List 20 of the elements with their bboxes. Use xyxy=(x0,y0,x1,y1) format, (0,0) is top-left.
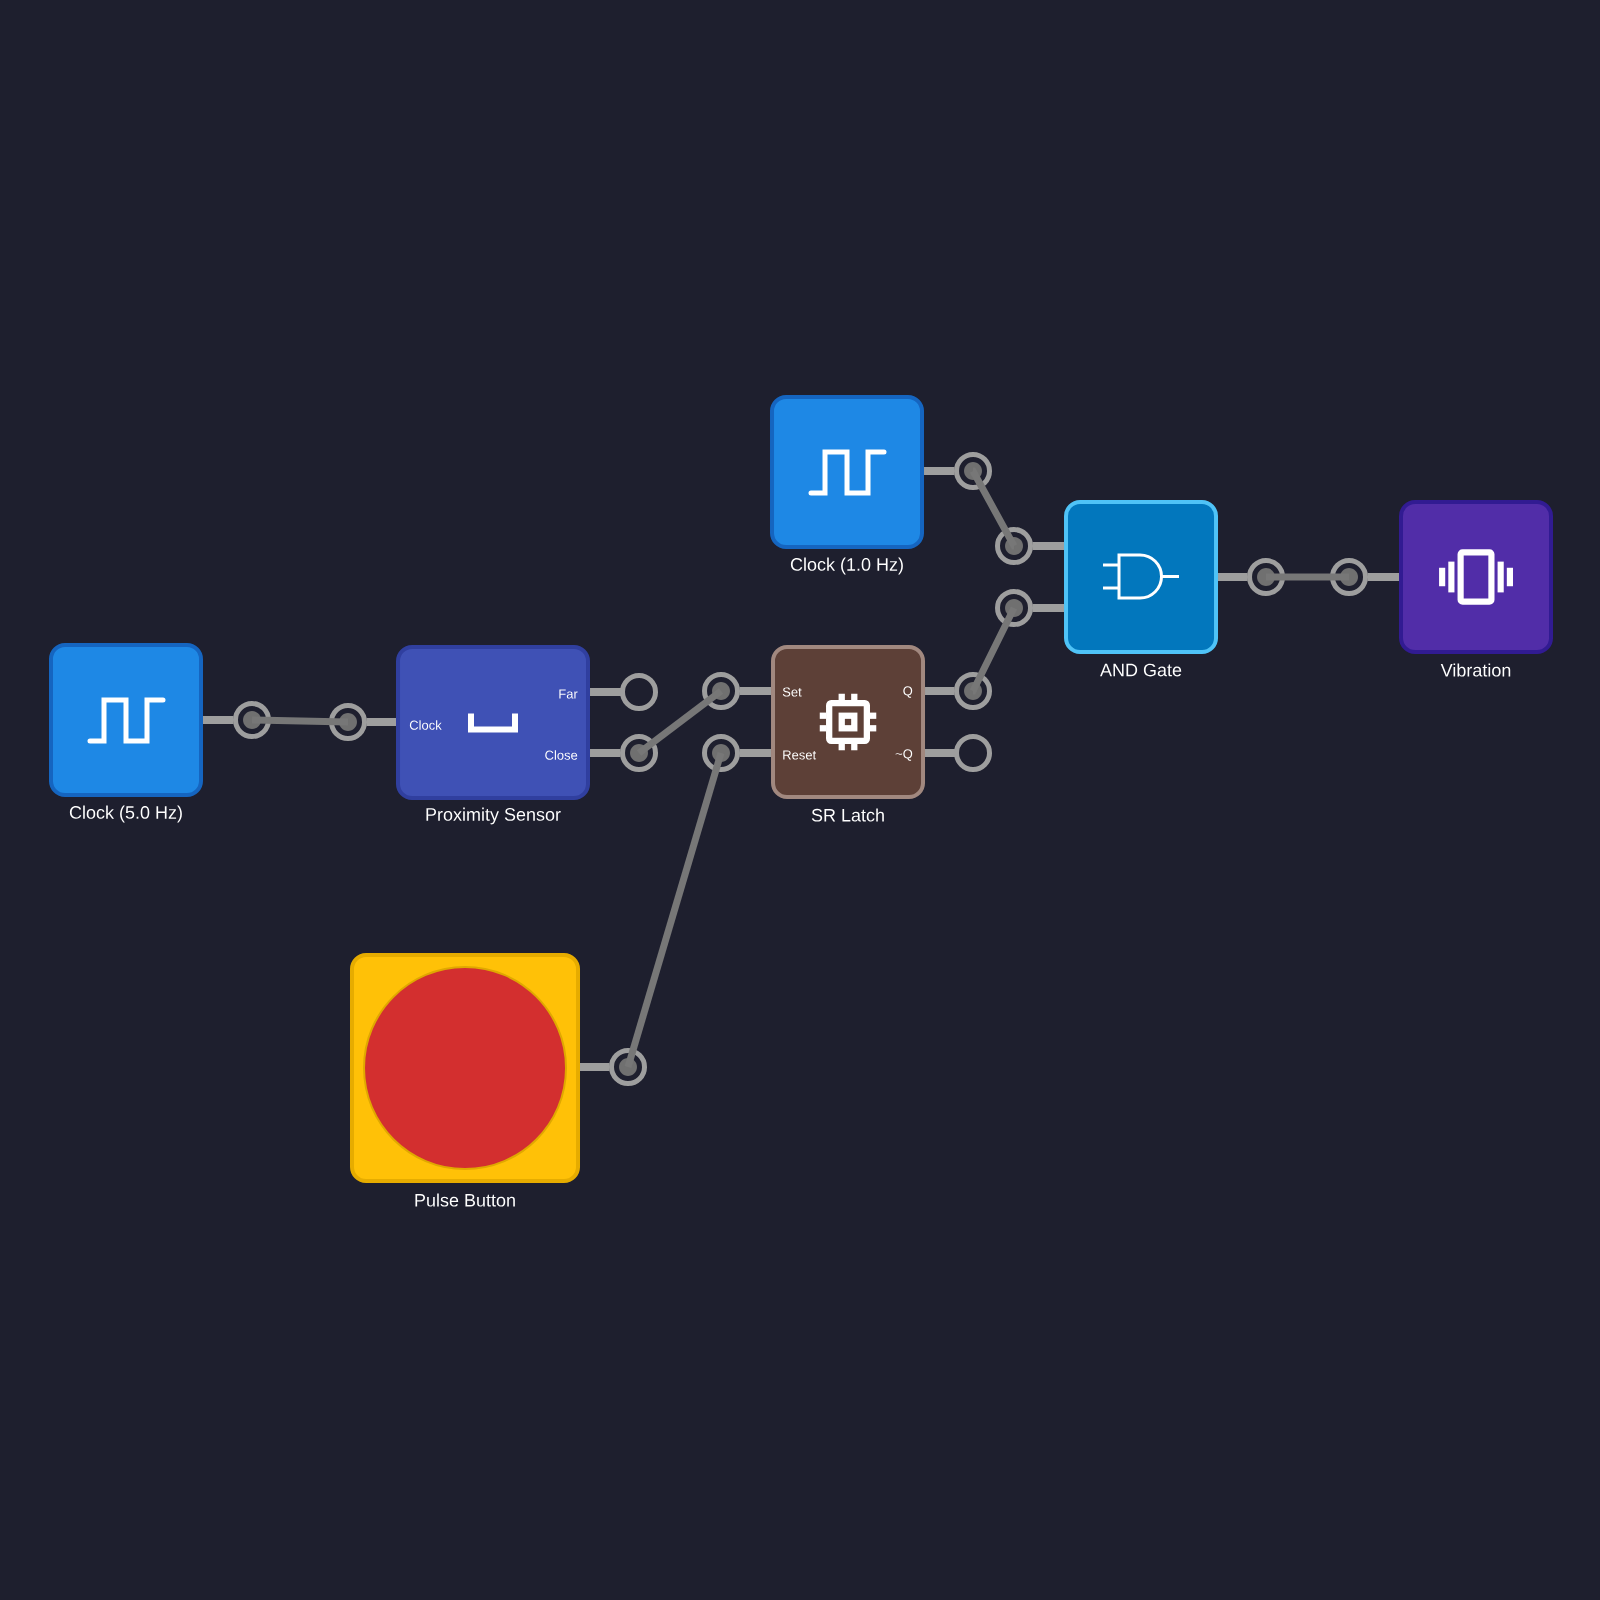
block-label: Clock (5.0 Hz) xyxy=(69,805,182,823)
wire xyxy=(925,604,1064,695)
wire xyxy=(580,749,771,1071)
port-label: Far xyxy=(559,689,578,699)
port-label: Clock xyxy=(409,720,442,730)
wire xyxy=(924,467,1064,550)
block-label: Vibration xyxy=(1440,663,1511,677)
block-label: SR Latch xyxy=(811,808,884,822)
block-label: Pulse Button xyxy=(415,1193,515,1207)
wire xyxy=(203,716,396,726)
block-label: Clock (1.0 Hz) xyxy=(790,557,903,575)
block-label: Proximity Sensor xyxy=(426,807,561,825)
port-label: Reset xyxy=(783,750,817,760)
wire xyxy=(1218,573,1399,581)
port-label: Set xyxy=(782,687,802,697)
port-label: Close xyxy=(545,750,578,760)
block-label: AND Gate xyxy=(1100,663,1182,677)
port-label: Q xyxy=(903,686,913,698)
port-label: ~Q xyxy=(895,749,913,761)
wire xyxy=(590,687,771,757)
